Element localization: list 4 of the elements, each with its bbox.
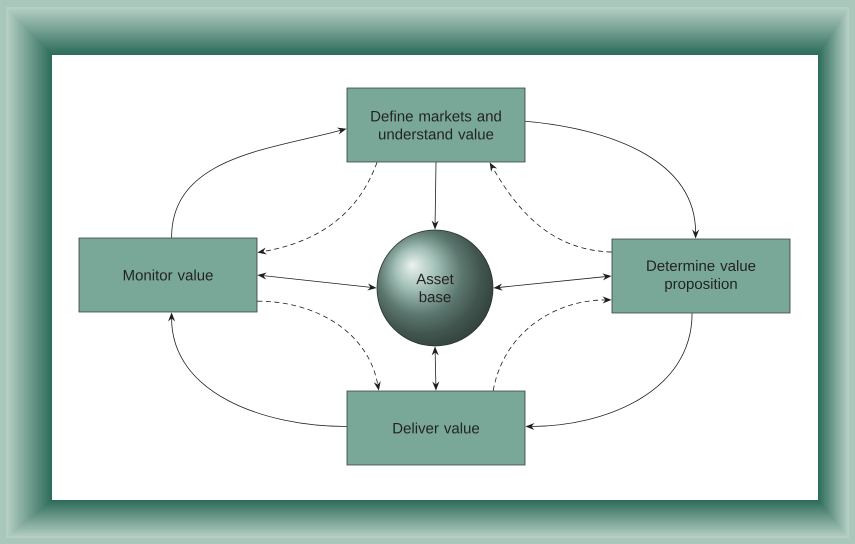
process-box: Monitor value xyxy=(78,238,258,312)
process-box: Determine value proposition xyxy=(612,238,790,314)
process-box: Deliver value xyxy=(346,390,526,466)
process-box: Define markets and understand value xyxy=(346,88,526,162)
